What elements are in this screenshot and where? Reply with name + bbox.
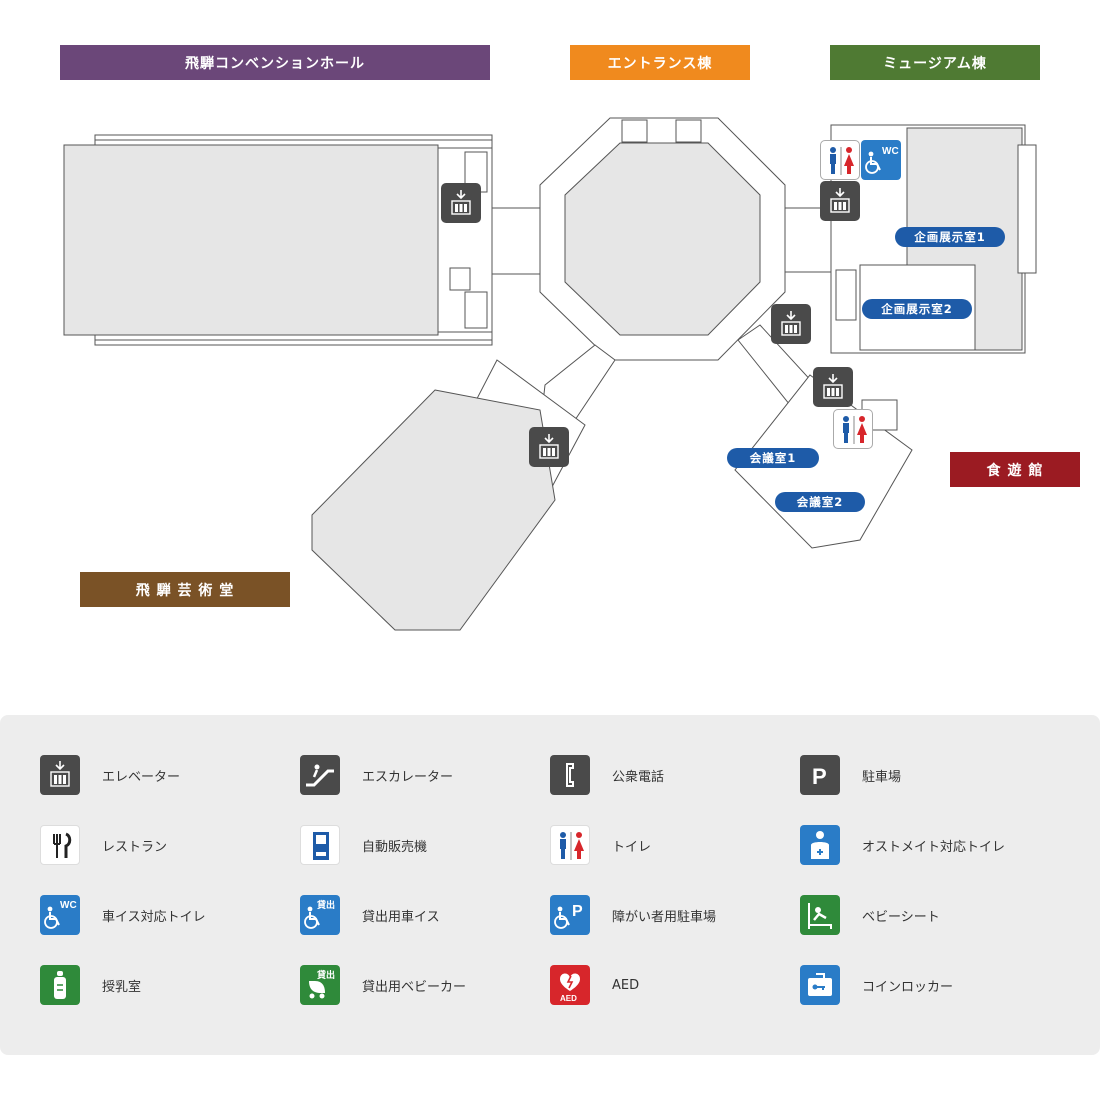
legend-item-restaurant: レストラン: [40, 825, 167, 865]
legend-item-accessible-parking: P 障がい者用駐車場: [550, 895, 716, 935]
rental-text: 貸出: [317, 899, 335, 911]
legend-label: 貸出用ベビーカー: [362, 979, 467, 995]
aed-icon: AED: [550, 965, 590, 1005]
rental-text: 貸出: [317, 969, 335, 981]
legend-item-aed: AED AED: [550, 965, 639, 1005]
legend-label: 公衆電話: [612, 769, 665, 785]
aed-text: AED: [560, 994, 577, 1003]
room-meeting-1[interactable]: 会議室1: [727, 448, 819, 468]
elevator-icon[interactable]: [820, 181, 860, 221]
legend-label: レストラン: [102, 839, 168, 855]
legend-label: エレベーター: [102, 769, 181, 785]
legend-item-vending: 自動販売機: [300, 825, 427, 865]
legend-item-payphone: 公衆電話: [550, 755, 664, 795]
legend-item-coin-locker: コインロッカー: [800, 965, 953, 1005]
coin-locker-icon: [800, 965, 840, 1005]
elevator-icon[interactable]: [441, 183, 481, 223]
legend-label: コインロッカー: [862, 979, 954, 995]
legend-panel: エレベーター エスカレーター 公衆電話 P 駐車場 レストラン 自動販売機 トイ…: [0, 715, 1100, 1055]
parking-letter: P: [812, 764, 827, 789]
legend-item-baby-seat: ベビーシート: [800, 895, 940, 935]
shokuyukan-label: 食 遊 館: [950, 452, 1080, 487]
toilet-icon: [550, 825, 590, 865]
legend-label: 車イス対応トイレ: [102, 909, 206, 925]
art-hall-label: 飛 騨 芸 術 堂: [80, 572, 290, 607]
ostomate-icon: [800, 825, 840, 865]
elevator-icon[interactable]: [813, 367, 853, 407]
wheelchair-toilet-icon: WC: [40, 895, 80, 935]
legend-item-ostomate: オストメイト対応トイレ: [800, 825, 1005, 865]
entrance-building-label: エントランス棟: [570, 45, 750, 80]
room-meeting-2[interactable]: 会議室2: [775, 492, 865, 512]
elevator-icon: [40, 755, 80, 795]
parking-icon: P: [800, 755, 840, 795]
legend-label: 授乳室: [102, 979, 142, 995]
toilet-icon[interactable]: [820, 140, 860, 180]
entrance-plan: [539, 117, 786, 361]
baby-seat-icon: [800, 895, 840, 935]
legend-label: 障がい者用駐車場: [612, 909, 717, 925]
room-exhibit-2[interactable]: 企画展示室2: [862, 299, 972, 319]
accessible-parking-icon: P: [550, 895, 590, 935]
legend-label: ベビーシート: [862, 909, 940, 925]
legend-label: オストメイト対応トイレ: [862, 839, 1006, 855]
legend-item-wheelchair-toilet: WC 車イス対応トイレ: [40, 895, 206, 935]
art-hall-plan: [311, 359, 586, 631]
legend-item-nursing-room: 授乳室: [40, 965, 141, 1005]
corridor-west: [491, 207, 541, 275]
legend-item-wheelchair-rental: 貸出 貸出用車イス: [300, 895, 440, 935]
elevator-icon[interactable]: [771, 304, 811, 344]
floor-plan: [63, 117, 1037, 631]
legend-label: 貸出用車イス: [362, 909, 440, 925]
vending-machine-icon: [300, 825, 340, 865]
nursing-room-icon: [40, 965, 80, 1005]
legend-label: 駐車場: [862, 769, 902, 785]
legend-label: 自動販売機: [362, 839, 428, 855]
legend-item-parking: P 駐車場: [800, 755, 901, 795]
restaurant-icon: [40, 825, 80, 865]
legend-item-escalator: エスカレーター: [300, 755, 453, 795]
wc-text: WC: [882, 146, 899, 157]
convention-hall-plan: [63, 134, 493, 346]
legend-label: エスカレーター: [362, 769, 454, 785]
escalator-icon: [300, 755, 340, 795]
elevator-icon[interactable]: [529, 427, 569, 467]
museum-building-label: ミュージアム棟: [830, 45, 1040, 80]
room-exhibit-1[interactable]: 企画展示室1: [895, 227, 1005, 247]
wheelchair-rental-icon: 貸出: [300, 895, 340, 935]
legend-item-toilet: トイレ: [550, 825, 651, 865]
toilet-icon[interactable]: [833, 409, 873, 449]
legend-label: AED: [612, 977, 640, 993]
legend-item-stroller-rental: 貸出 貸出用ベビーカー: [300, 965, 466, 1005]
payphone-icon: [550, 755, 590, 795]
stroller-rental-icon: 貸出: [300, 965, 340, 1005]
parking-letter: P: [572, 903, 583, 920]
wc-text: WC: [60, 900, 77, 911]
legend-item-elevator: エレベーター: [40, 755, 180, 795]
legend-label: トイレ: [612, 839, 652, 855]
convention-hall-label: 飛騨コンベンションホール: [60, 45, 490, 80]
wheelchair-toilet-icon[interactable]: WC: [861, 140, 901, 180]
